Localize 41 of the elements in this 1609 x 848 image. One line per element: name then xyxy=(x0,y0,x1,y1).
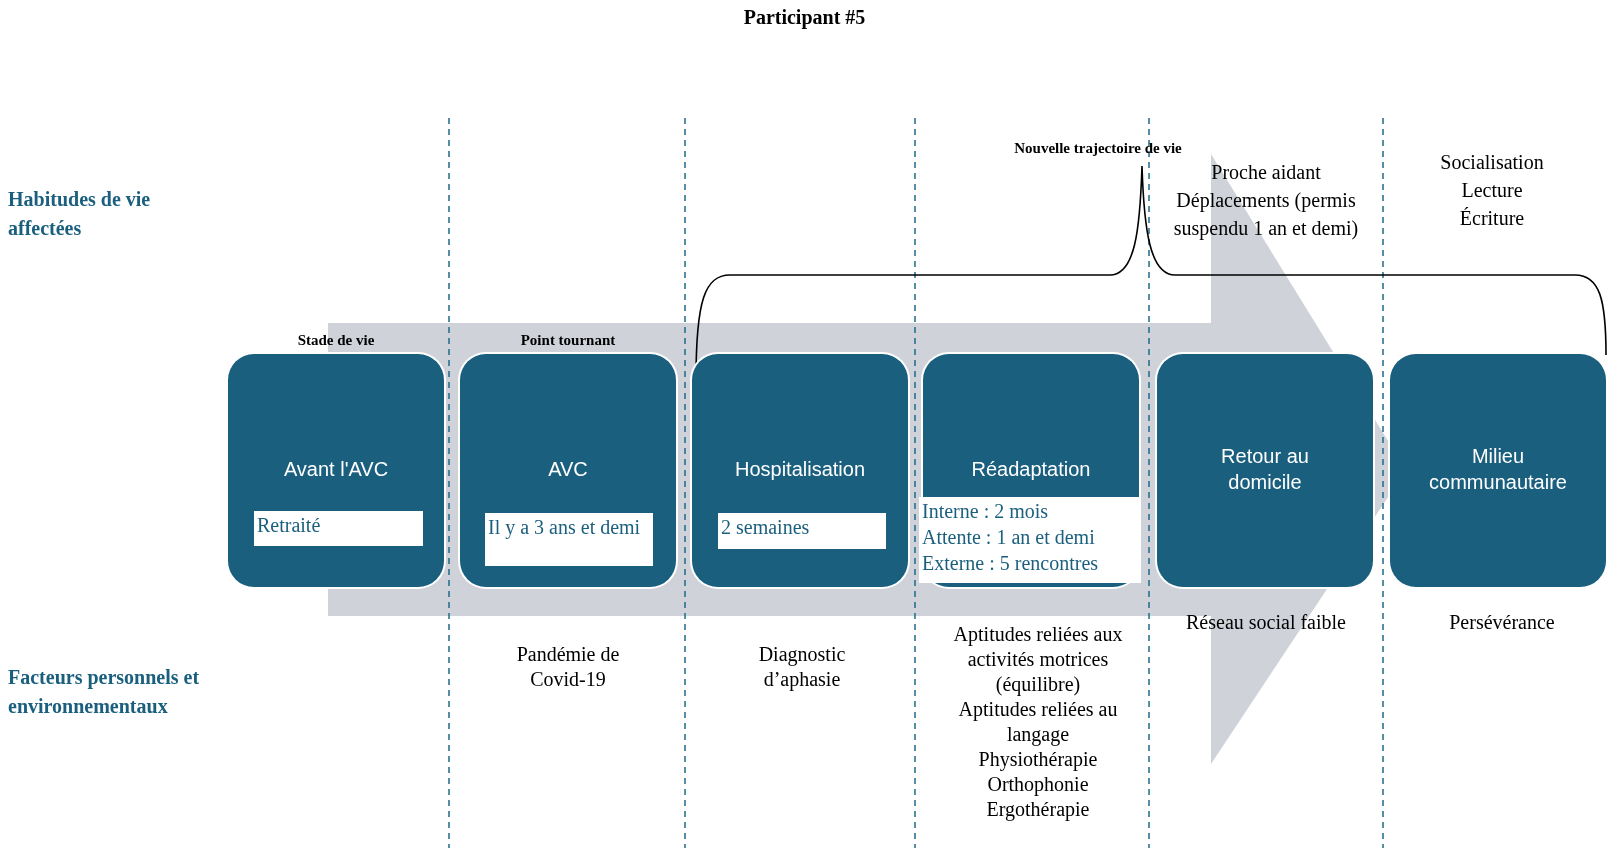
note-text: Retraité xyxy=(257,513,322,538)
stage-title: AVC xyxy=(548,457,588,482)
factor-text: Réseau social faible xyxy=(1185,610,1347,635)
stage-box xyxy=(692,354,908,587)
factor-text: Orthophonie xyxy=(986,772,1090,797)
factor-text: Diagnostic d’aphasie xyxy=(757,642,847,692)
stage-title: Hospitalisation xyxy=(734,457,866,482)
note-text: Interne : 2 mois xyxy=(922,499,1050,524)
brace-label: Nouvelle trajectoire de vie xyxy=(1013,139,1183,158)
factor-text: Physiothérapie xyxy=(977,747,1099,772)
factor-text: Persévérance xyxy=(1448,610,1556,635)
stage-title: Avant l'AVC xyxy=(283,457,389,482)
factor-text: Ergothérapie xyxy=(985,797,1091,822)
stage-box xyxy=(228,354,444,587)
habit-text: Déplacements (permis suspendu 1 an et demi) xyxy=(1172,188,1360,242)
stage-title: Milieu communautaire xyxy=(1428,444,1568,495)
factor-text: Aptitudes reliées au langage xyxy=(957,697,1119,747)
column-heading: Stade de vie xyxy=(296,331,376,350)
stage-box xyxy=(460,354,676,587)
stage-title: Réadaptation xyxy=(971,457,1091,482)
habit-text: Socialisation xyxy=(1439,150,1545,175)
column-heading: Point tournant xyxy=(519,331,617,350)
factor-text: Pandémie de Covid-19 xyxy=(515,642,621,692)
note-box xyxy=(718,513,886,549)
note-text: Il y a 3 ans et demi xyxy=(488,515,642,540)
stage-box xyxy=(1390,354,1606,587)
habit-text: Proche aidant xyxy=(1210,160,1322,185)
row-heading: Facteurs personnels et environnementaux xyxy=(8,665,201,719)
habit-text: Lecture xyxy=(1460,178,1524,203)
habit-text: Écriture xyxy=(1458,206,1526,231)
note-text: Externe : 5 rencontres xyxy=(922,551,1100,576)
note-text: 2 semaines xyxy=(721,515,811,540)
title: Participant #5 xyxy=(742,6,867,29)
row-heading: Habitudes de vie affectées xyxy=(8,187,152,241)
note-text: Attente : 1 an et demi xyxy=(922,525,1096,550)
note-box xyxy=(254,511,423,546)
stage-title: Retour au domicile xyxy=(1220,444,1310,495)
note-box xyxy=(919,497,1141,583)
note-box xyxy=(485,513,653,566)
factor-text: Aptitudes reliées aux activités motrices (équilibre) xyxy=(952,622,1124,697)
stage-box xyxy=(1157,354,1373,587)
